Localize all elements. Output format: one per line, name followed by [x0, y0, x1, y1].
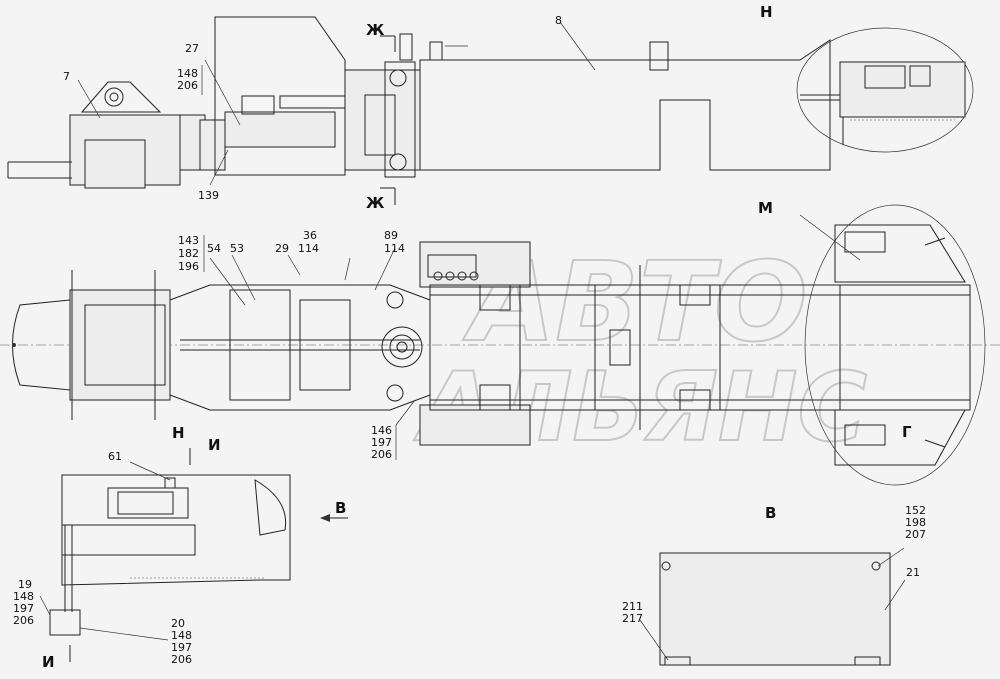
detail-circle-m	[804, 204, 986, 486]
callout-53: 53	[230, 242, 244, 255]
callout-36: 36	[303, 229, 317, 242]
callout-217: 217	[622, 612, 643, 625]
callout-7: 7	[63, 70, 70, 83]
detail-label-n-mid: Н	[172, 424, 185, 442]
view-arrow-v: В	[335, 499, 346, 517]
side-view	[7, 16, 831, 205]
callout-211: 211	[622, 600, 643, 613]
view-title-v: В	[765, 504, 776, 522]
section-zh-bottom: Ж	[366, 194, 385, 212]
callout-146: 146	[371, 424, 392, 437]
callout-21: 21	[906, 566, 920, 579]
callout-148-top: 148	[177, 67, 198, 80]
callout-89: 89	[384, 229, 398, 242]
callout-54: 54	[207, 242, 221, 255]
detail-circle-n	[796, 27, 974, 153]
section-i-top: И	[208, 436, 221, 454]
callout-29: 29	[275, 242, 289, 255]
callout-152: 152	[905, 504, 926, 517]
callout-148-left: 148	[13, 590, 34, 603]
leader-lines	[77, 21, 861, 460]
callout-114-a: 114	[298, 242, 319, 255]
callout-196: 196	[178, 260, 199, 273]
callout-197-bottom: 197	[171, 641, 192, 654]
detail-label-n-top: Н	[760, 3, 773, 21]
callout-198: 198	[905, 516, 926, 529]
callout-206-bottom: 206	[171, 653, 192, 666]
callout-197-mid: 197	[371, 436, 392, 449]
callout-148-bottom: 148	[171, 629, 192, 642]
callout-8: 8	[555, 14, 562, 27]
view-b-plate	[639, 547, 906, 666]
callout-207: 207	[905, 528, 926, 541]
detail-label-m: М	[758, 199, 773, 217]
callout-182: 182	[178, 247, 199, 260]
section-zh-top: Ж	[366, 21, 385, 39]
callout-143: 143	[178, 234, 199, 247]
callouts: 7 27 148 206 139 8 Ж Ж Н М 143 182 196 5…	[13, 3, 926, 671]
callout-206-mid: 206	[371, 448, 392, 461]
callout-20: 20	[171, 617, 185, 630]
callout-27: 27	[185, 42, 199, 55]
detail-lower-left	[39, 448, 348, 662]
callout-206-top: 206	[177, 79, 198, 92]
callout-114-b: 114	[384, 242, 405, 255]
callout-206-left: 206	[13, 614, 34, 627]
detail-label-g: Г	[902, 423, 912, 441]
callout-197-left: 197	[13, 602, 34, 615]
callout-139: 139	[198, 189, 219, 202]
callout-61: 61	[108, 450, 122, 463]
section-i-bottom: И	[42, 653, 55, 671]
callout-19: 19	[18, 578, 32, 591]
plan-view	[0, 241, 1000, 446]
